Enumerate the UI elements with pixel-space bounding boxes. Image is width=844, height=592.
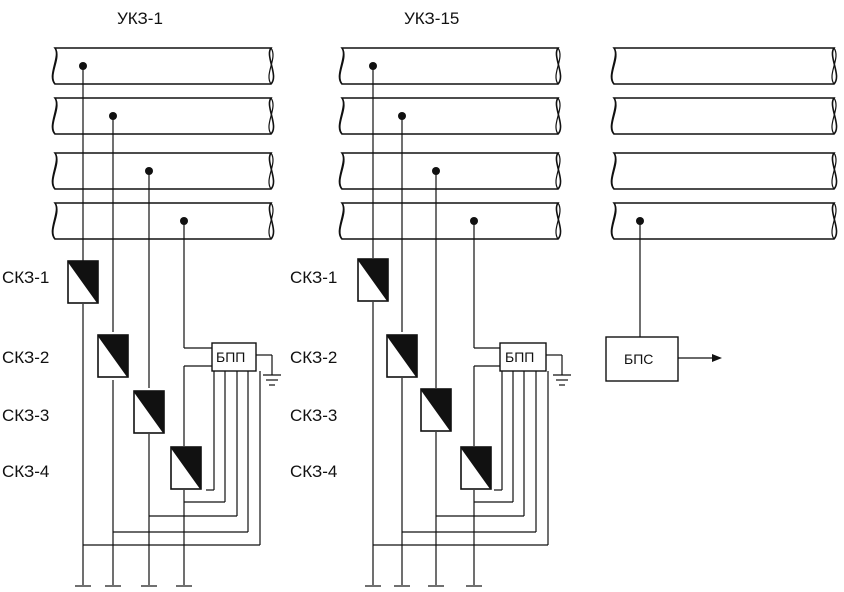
skz-label-2: СКЗ-2 xyxy=(2,348,49,367)
pipe-end xyxy=(268,47,274,85)
pipe-3-4 xyxy=(610,202,838,240)
group-bps: БПС xyxy=(605,217,722,382)
pipe-end xyxy=(339,202,345,240)
skz-1-icon xyxy=(357,258,389,302)
pipe-end xyxy=(611,202,617,240)
skz-label-3: СКЗ-3 xyxy=(290,406,337,425)
bpp-label: БПП xyxy=(216,349,245,365)
skz-label-2: СКЗ-2 xyxy=(290,348,337,367)
pipe-end xyxy=(831,202,837,240)
pipe-end xyxy=(611,47,617,85)
skz-1-icon xyxy=(67,260,99,304)
pipe-end xyxy=(268,97,274,135)
pipe-3-3 xyxy=(610,152,838,190)
pipe-end xyxy=(52,97,58,135)
skz-label-1: СКЗ-1 xyxy=(290,268,337,287)
pipe-end xyxy=(611,97,617,135)
skz-4-icon xyxy=(460,446,492,490)
skz-2-icon xyxy=(97,334,129,378)
pipe-end xyxy=(611,152,617,190)
pipe-end xyxy=(339,152,345,190)
pipe-end xyxy=(831,152,837,190)
pipe-end xyxy=(831,47,837,85)
pipe-end xyxy=(52,47,58,85)
skz-2-icon xyxy=(386,334,418,378)
skz-3-icon xyxy=(420,388,452,432)
pipe-end xyxy=(555,97,561,135)
group-ukz-15: БПП СКЗ-1 СКЗ-2 СКЗ-3 СКЗ-4 xyxy=(290,62,571,587)
pipe-1-2 xyxy=(51,97,275,135)
pipe-1-3 xyxy=(51,152,275,190)
skz-label-4: СКЗ-4 xyxy=(290,462,337,481)
pipe-end xyxy=(268,202,274,240)
skz-label-4: СКЗ-4 xyxy=(2,462,49,481)
pipe-1-4 xyxy=(51,202,275,240)
pipe-end xyxy=(52,202,58,240)
group-ukz-1: БПП СКЗ-1 СКЗ-2 СКЗ-3 СКЗ-4 xyxy=(2,62,281,587)
station-title-ukz-1: УКЗ-1 xyxy=(117,9,163,28)
pipe-end xyxy=(831,97,837,135)
pipe-end xyxy=(555,47,561,85)
skz-label-3: СКЗ-3 xyxy=(2,406,49,425)
pipe-end xyxy=(52,152,58,190)
pipe-end xyxy=(339,47,345,85)
pipe-3-2 xyxy=(610,97,838,135)
pipe-3-1 xyxy=(610,47,838,85)
station-title-ukz-15: УКЗ-15 xyxy=(404,9,459,28)
bps-label: БПС xyxy=(624,351,653,367)
skz-4-icon xyxy=(170,446,202,490)
pipe-end xyxy=(555,152,561,190)
bpp-label: БПП xyxy=(505,349,534,365)
skz-label-1: СКЗ-1 xyxy=(2,268,49,287)
skz-3-icon xyxy=(133,390,165,434)
bpp-box xyxy=(499,342,547,372)
pipe-end xyxy=(555,202,561,240)
arrow-right-icon xyxy=(712,354,722,362)
bps-box xyxy=(605,336,679,382)
pipe-end xyxy=(268,152,274,190)
pipes-layer xyxy=(51,47,838,240)
pipe-end xyxy=(339,97,345,135)
bpp-box xyxy=(211,342,257,372)
